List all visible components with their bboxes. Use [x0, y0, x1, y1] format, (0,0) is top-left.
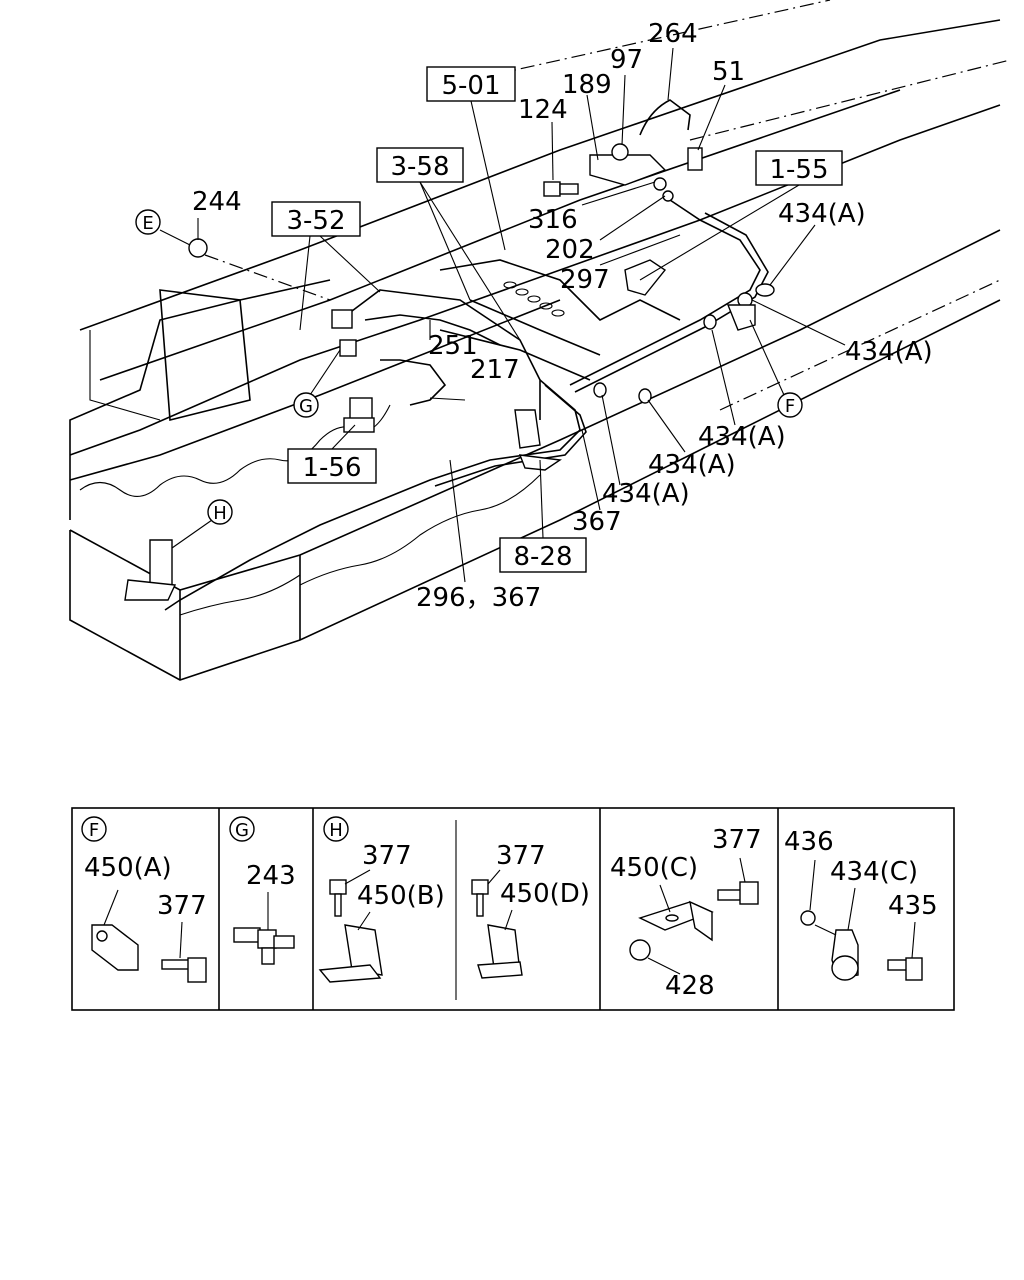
label-377-f: 377	[157, 891, 207, 921]
callout-434a-5: 434(A)	[602, 479, 690, 509]
callout-264: 264	[648, 19, 698, 49]
components	[124, 143, 775, 601]
ref-1-55: 1-55	[769, 155, 828, 185]
marker-circle-h	[207, 499, 233, 525]
ref-box-3-52	[271, 201, 361, 237]
chassis-frame	[69, 0, 1011, 681]
label-450c: 450(C)	[610, 853, 698, 883]
ref-1-56: 1-56	[302, 453, 361, 483]
panel-h: H 377 450(B) 377 450(D)	[318, 816, 590, 983]
ref-box-5-01	[426, 66, 516, 102]
circle-markers: E G F H	[135, 209, 803, 525]
callout-217: 217	[470, 355, 520, 385]
ref-5-01: 5-01	[441, 71, 500, 101]
marker-h: H	[213, 503, 227, 524]
detail-table: F 450(A) 377 G 243 H 377 450(B)	[71, 807, 955, 1011]
detail-table-border	[71, 807, 955, 1011]
callout-434a-3: 434(A)	[698, 422, 786, 452]
callout-97: 97	[610, 45, 643, 75]
pipe-lines	[164, 99, 769, 611]
panel-last: 436 434(C) 435	[784, 827, 938, 981]
label-243: 243	[246, 861, 296, 891]
label-377-c: 377	[712, 825, 762, 855]
crossmember-holes	[503, 281, 565, 317]
marker-circle-g	[293, 392, 319, 418]
panel-h-marker: H	[329, 820, 343, 841]
callout-434a-2: 434(A)	[845, 337, 933, 367]
label-450b: 450(B)	[357, 881, 445, 911]
ref-box-3-58	[376, 147, 464, 183]
callout-296-367: 296，367	[416, 583, 541, 613]
panel-f: F 450(A) 377	[81, 816, 207, 983]
leader-lines	[159, 47, 846, 583]
callout-189: 189	[562, 70, 612, 100]
label-450a: 450(A)	[84, 853, 172, 883]
label-428: 428	[665, 971, 715, 1001]
marker-g: G	[299, 396, 313, 417]
label-436: 436	[784, 827, 834, 857]
ref-3-52: 3-52	[286, 206, 345, 236]
callout-297: 297	[560, 265, 610, 295]
callout-202: 202	[545, 235, 595, 265]
callout-251: 251	[428, 331, 478, 361]
ref-3-58: 3-58	[390, 152, 449, 182]
marker-e: E	[142, 213, 153, 234]
reference-boxes: 5-01 3-58 3-52 1-55 1-56 8-28	[271, 66, 843, 573]
label-450d: 450(D)	[500, 879, 590, 909]
callout-434a-4: 434(A)	[648, 450, 736, 480]
callouts: 264 97 189 51 124 316 202 297 434(A) 434…	[192, 19, 933, 613]
panel-f-marker: F	[89, 820, 99, 841]
label-377-h2: 377	[496, 841, 546, 871]
marker-circle-e	[135, 209, 161, 235]
callout-367: 367	[572, 507, 622, 537]
ref-box-1-55	[755, 150, 843, 186]
label-377-h1: 377	[362, 841, 412, 871]
callout-244: 244	[192, 187, 242, 217]
ref-box-1-56	[287, 448, 377, 484]
panel-c: 450(C) 377 428	[610, 825, 762, 1001]
callout-316: 316	[528, 205, 578, 235]
callout-51: 51	[712, 57, 745, 87]
callout-124: 124	[518, 95, 568, 125]
marker-f: F	[785, 396, 795, 417]
panel-g: G 243	[229, 816, 296, 965]
ref-8-28: 8-28	[513, 542, 572, 572]
label-435: 435	[888, 891, 938, 921]
panel-g-marker: G	[235, 820, 249, 841]
callout-434a-1: 434(A)	[778, 199, 866, 229]
marker-circle-f	[777, 392, 803, 418]
label-434c: 434(C)	[830, 857, 918, 887]
